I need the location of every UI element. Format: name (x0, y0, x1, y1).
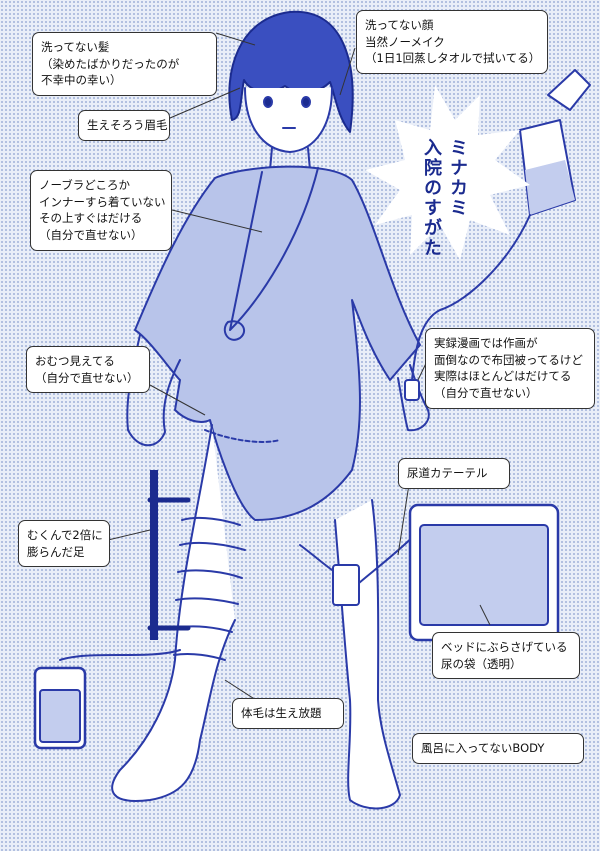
annotation-manga: 実録漫画では作画が 面倒なので布団被ってるけど 実際はほとんどはだけてる （自分… (425, 328, 595, 409)
face (244, 87, 333, 153)
annotation-face: 洗ってない顔 当然ノーメイク （1日1回蒸しタオルで拭いてる） (356, 10, 548, 75)
annotation-catheter: 尿道カテーテル (398, 458, 510, 489)
left-leg (111, 424, 236, 802)
page-title: ミナカミ 入院のすがた (410, 120, 470, 270)
annotation-eyebrows: 生えそろう眉毛 (78, 110, 170, 141)
right-eye (301, 96, 311, 108)
annotation-swollen-leg: むくんで2倍に 膨らんだ足 (18, 520, 110, 568)
annotation-bra: ノーブラどころか インナーすら着ていない その上すぐはだける （自分で直せない） (30, 170, 172, 251)
left-eye (263, 96, 273, 108)
annotation-urine-bag: ベッドにぶらさげている 尿の袋（透明） (432, 632, 580, 680)
annotation-body-hair: 体毛は生え放題 (232, 698, 344, 729)
annotation-no-bath: 風呂に入ってないBODY (412, 733, 584, 764)
leg-splint (150, 470, 158, 640)
annotation-diaper: おむつ見えてる （自分で直せない） (26, 346, 150, 394)
catheter-tape (332, 564, 360, 606)
title-burst (365, 85, 530, 260)
title-line-1: ミナカミ (447, 138, 468, 218)
title-line-2: 入院のすがた (421, 138, 442, 258)
hair (228, 10, 354, 133)
diaper (204, 429, 281, 443)
gown (134, 165, 421, 521)
annotation-hair: 洗ってない髪 （染めたばかりだったのが 不幸中の幸い） (32, 32, 217, 97)
right-leg (334, 499, 401, 810)
